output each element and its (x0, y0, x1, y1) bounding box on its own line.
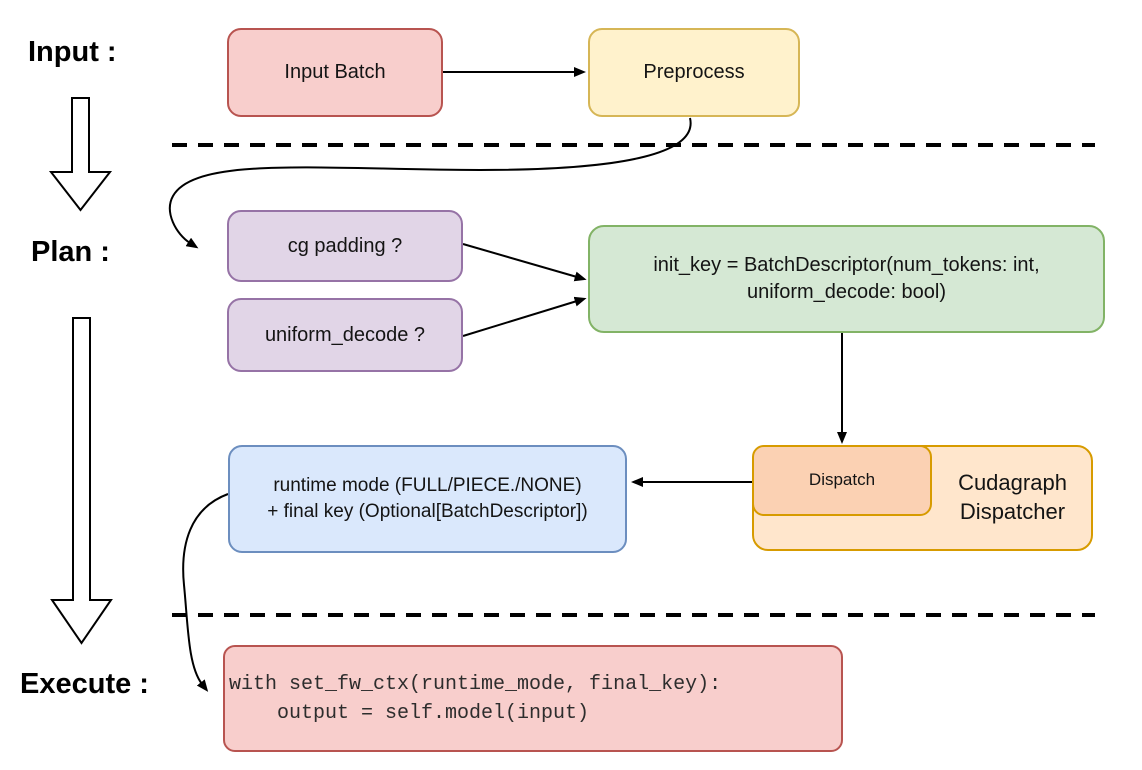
node-init-key: init_key = BatchDescriptor(num_tokens: i… (588, 225, 1105, 333)
section-label-plan: Plan : (31, 236, 110, 268)
node-uniform-decode: uniform_decode ? (227, 298, 463, 372)
node-init-key-line1: init_key = BatchDescriptor(num_tokens: i… (653, 254, 1040, 276)
arrow-uniform-decode-to-init-key (462, 296, 587, 337)
node-runtime-mode-line1: runtime mode (FULL/PIECE./NONE) (273, 475, 582, 497)
arrow-runtime-mode-to-execute-code (182, 493, 229, 692)
arrow-cg-padding-to-init-key (462, 243, 587, 282)
node-preprocess: Preprocess (588, 28, 800, 117)
node-init-key-line2: uniform_decode: bool) (746, 281, 946, 303)
node-input-batch: Input Batch (227, 28, 443, 117)
cudagraph-label-line2: Dispatcher (959, 499, 1066, 524)
cudagraph-label-line1: Cudagraph (958, 470, 1067, 496)
section-label-execute: Execute : (20, 668, 149, 700)
node-cudagraph-dispatcher-label: Cudagraph Dispatcher (932, 445, 1093, 551)
down-arrow-icon-input (48, 97, 113, 212)
node-execute-code: with set_fw_ctx(runtime_mode, final_key)… (223, 645, 843, 752)
node-cg-padding: cg padding ? (227, 210, 463, 282)
node-runtime-mode-line2: + final key (Optional[BatchDescriptor]) (267, 501, 588, 522)
arrow-preprocess-to-cg-padding (168, 117, 692, 249)
down-arrow-icon-plan (50, 317, 113, 645)
execute-code-line2: output = self.model(input) (229, 701, 590, 725)
execute-code-line1: with set_fw_ctx(runtime_mode, final_key)… (229, 672, 722, 696)
node-runtime-mode: runtime mode (FULL/PIECE./NONE) + final … (228, 445, 627, 553)
node-dispatch: Dispatch (752, 445, 932, 516)
section-label-input: Input : (28, 36, 117, 68)
